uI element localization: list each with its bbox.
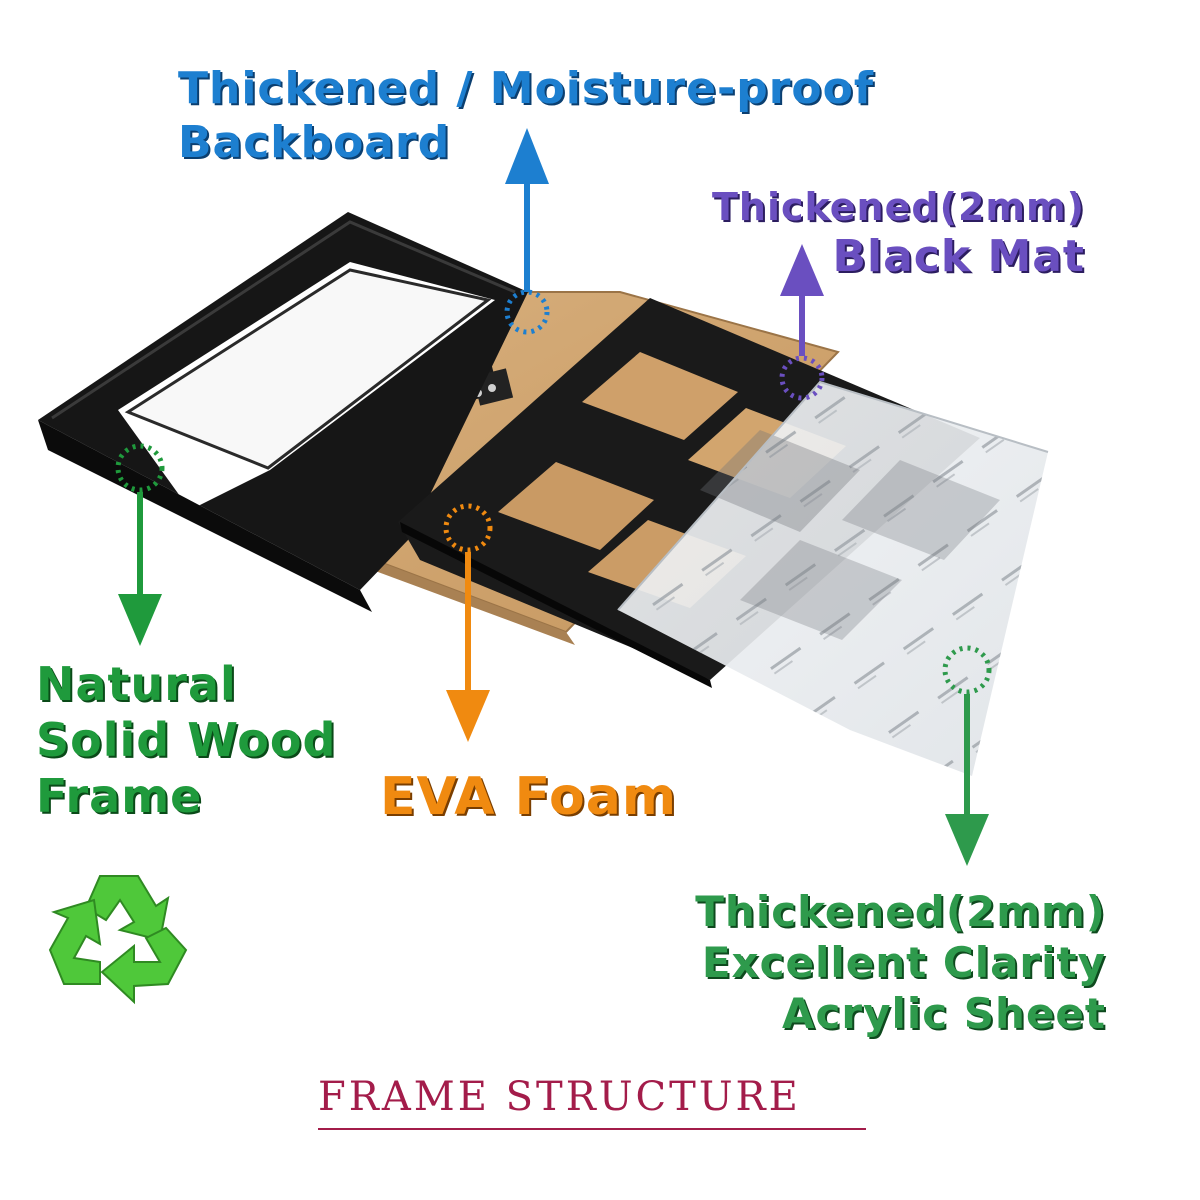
backboard-label: Thickened / Moisture-proof Backboard bbox=[178, 62, 874, 169]
arrow-down-icon bbox=[118, 492, 162, 646]
arrow-up-icon bbox=[780, 244, 824, 356]
acrylic-sheet bbox=[617, 380, 1049, 776]
recycle-icon bbox=[48, 875, 188, 1005]
backboard-label-line: Thickened / Moisture-proof bbox=[178, 63, 875, 114]
title-underline bbox=[318, 1128, 866, 1130]
eva-foam-label-line: EVA Foam bbox=[380, 767, 677, 827]
black-mat-label-line: Thickened(2mm) bbox=[712, 185, 1085, 229]
arrow-down-icon bbox=[945, 694, 989, 866]
mat-opening bbox=[498, 462, 654, 550]
arrow-up-icon bbox=[505, 128, 549, 292]
mat-opening bbox=[582, 352, 738, 440]
acrylic-callout-ring bbox=[942, 645, 992, 695]
wood-callout-ring bbox=[115, 443, 165, 493]
wood-frame-label-line: Natural bbox=[36, 657, 237, 711]
black-mat-label-line: Black Mat bbox=[832, 231, 1085, 283]
wood-frame-label: Natural Solid Wood Frame bbox=[36, 656, 336, 824]
wood-frame-label-line: Frame bbox=[36, 769, 203, 824]
black-mat-label: Thickened(2mm) Black Mat bbox=[712, 184, 1085, 284]
foam-callout-ring bbox=[443, 503, 493, 553]
wood-frame-label-line: Solid Wood bbox=[36, 713, 337, 768]
wood-frame bbox=[38, 212, 528, 612]
acrylic-sheet-label-line: Excellent Clarity bbox=[701, 938, 1106, 988]
backboard-callout-ring bbox=[504, 289, 550, 335]
arrow-down-icon bbox=[446, 552, 490, 742]
acrylic-sheet-label-line: Acrylic Sheet bbox=[781, 989, 1106, 1039]
eva-foam-label: EVA Foam bbox=[380, 766, 677, 829]
diagram-title: FRAME STRUCTURE bbox=[318, 1074, 801, 1120]
acrylic-sheet-label: Thickened(2mm) Excellent Clarity Acrylic… bbox=[695, 886, 1106, 1040]
backboard-label-line: Backboard bbox=[178, 116, 451, 168]
acrylic-sheet-label-line: Thickened(2mm) bbox=[695, 887, 1106, 936]
mat-callout-ring bbox=[779, 355, 825, 401]
